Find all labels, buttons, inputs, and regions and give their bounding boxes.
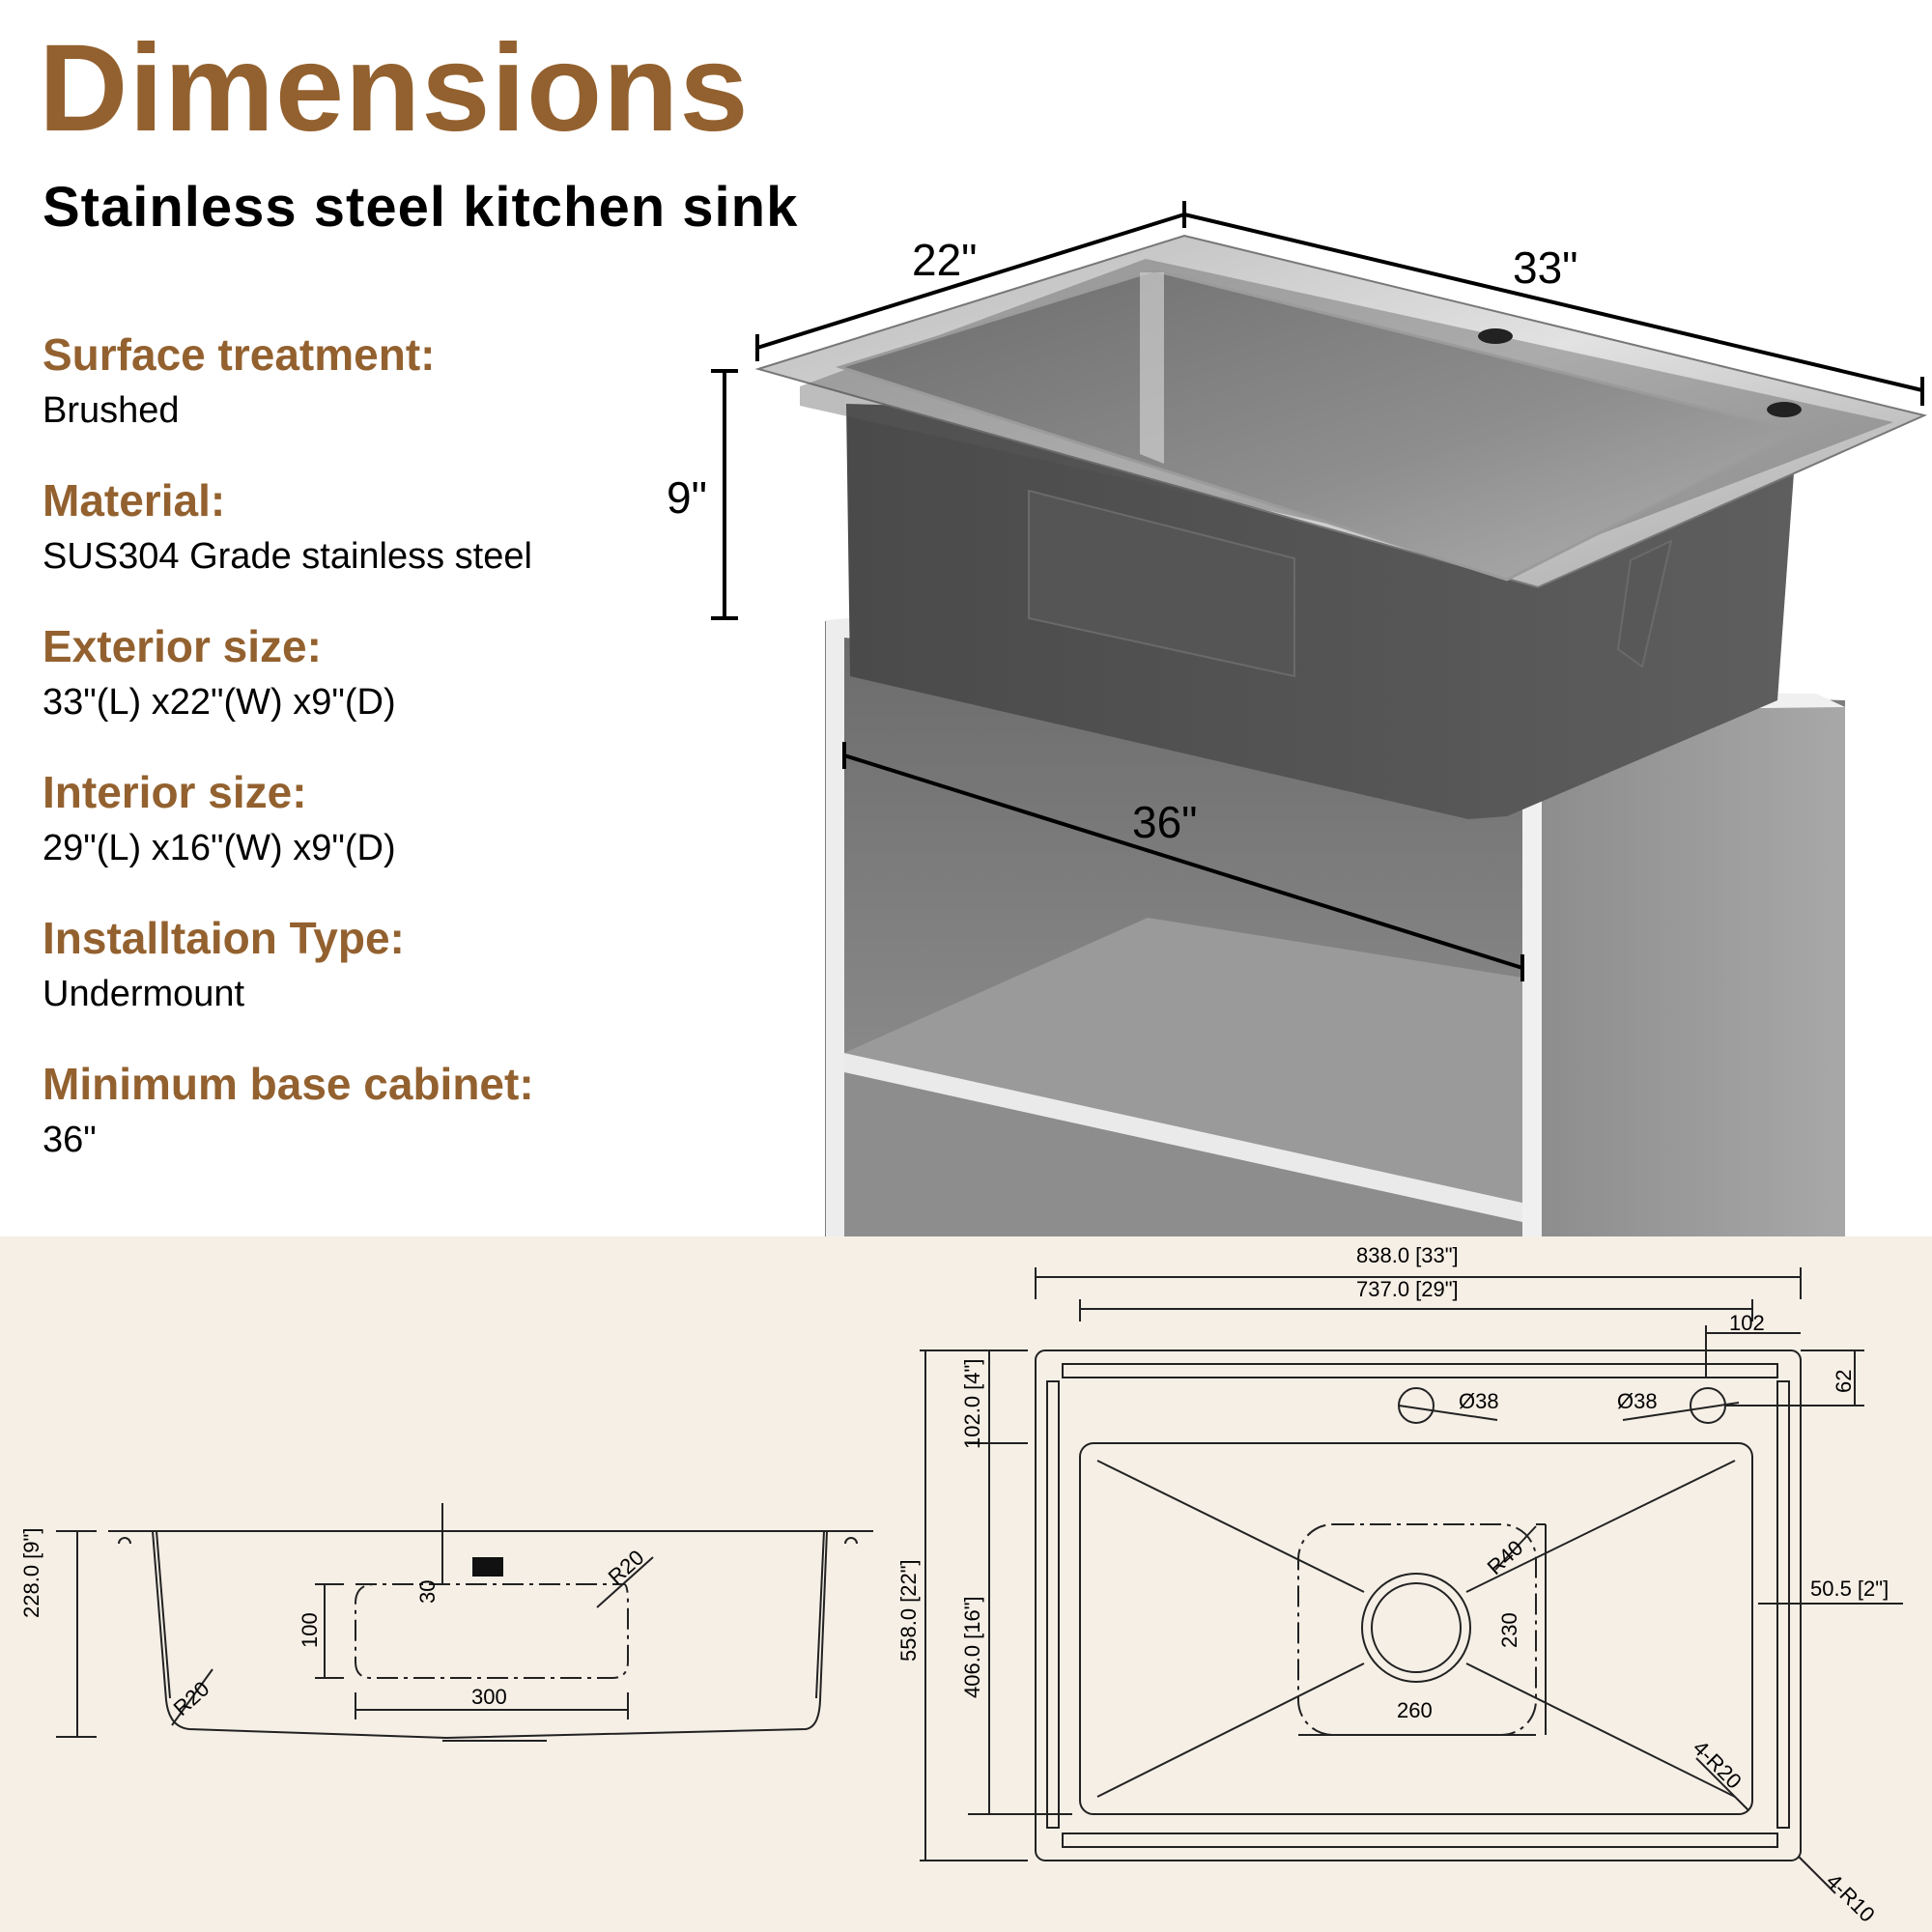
spec-minimum-cabinet: Minimum base cabinet: 36" [43,1062,534,1158]
render-depth-label: 9" [667,472,707,523]
spec-value: SUS304 Grade stainless steel [43,536,532,577]
top-drain-height: 230 [1497,1612,1521,1648]
page-title: Dimensions [39,19,750,157]
page-subtitle: Stainless steel kitchen sink [43,176,799,239]
top-hole-diameter-2: Ø38 [1617,1389,1658,1413]
render-dimension-lines [711,201,1924,981]
side-label-width: 300 [471,1685,507,1709]
top-hole-offset-x: 102 [1729,1311,1765,1335]
top-interior-length: 737.0 [29"] [1356,1277,1459,1301]
render-width-label: 22" [912,235,978,285]
top-hole-diameter-1: Ø38 [1459,1389,1499,1413]
spec-value: 33"(L) x22"(W) x9"(D) [43,682,396,723]
render-length-label: 33" [1513,242,1578,293]
spec-value: Brushed [43,390,180,431]
top-side-margin: 50.5 [2"] [1810,1577,1889,1601]
spec-exterior-size: Exterior size: 33"(L) x22"(W) x9"(D) [43,624,396,721]
top-overall-width: 558.0 [22"] [896,1559,921,1662]
spec-value: 36" [43,1120,97,1160]
spec-label: Surface treatment: [43,329,436,380]
top-overall-length: 838.0 [33"] [1356,1243,1459,1267]
top-deck-width: 102.0 [4"] [960,1358,984,1449]
spec-value: 29"(L) x16"(W) x9"(D) [43,828,396,868]
top-interior-width: 406.0 [16"] [960,1596,984,1698]
render-cabinet-label: 36" [1132,797,1198,847]
spec-label: Interior size: [43,767,307,817]
spec-value: Undermount [43,974,245,1014]
spec-installation-type: Installtaion Type: Undermount [43,916,405,1012]
spec-interior-size: Interior size: 29"(L) x16"(W) x9"(D) [43,770,396,867]
sink [754,234,1928,819]
spec-label: Installtaion Type: [43,913,405,963]
spec-surface-treatment: Surface treatment: Brushed [43,332,435,429]
top-hole-offset-y: 62 [1832,1369,1856,1393]
spec-label: Exterior size: [43,621,322,671]
spec-label: Material: [43,475,226,526]
top-drain-width: 260 [1397,1698,1433,1722]
spec-material: Material: SUS304 Grade stainless steel [43,478,532,575]
spec-label: Minimum base cabinet: [43,1059,534,1109]
